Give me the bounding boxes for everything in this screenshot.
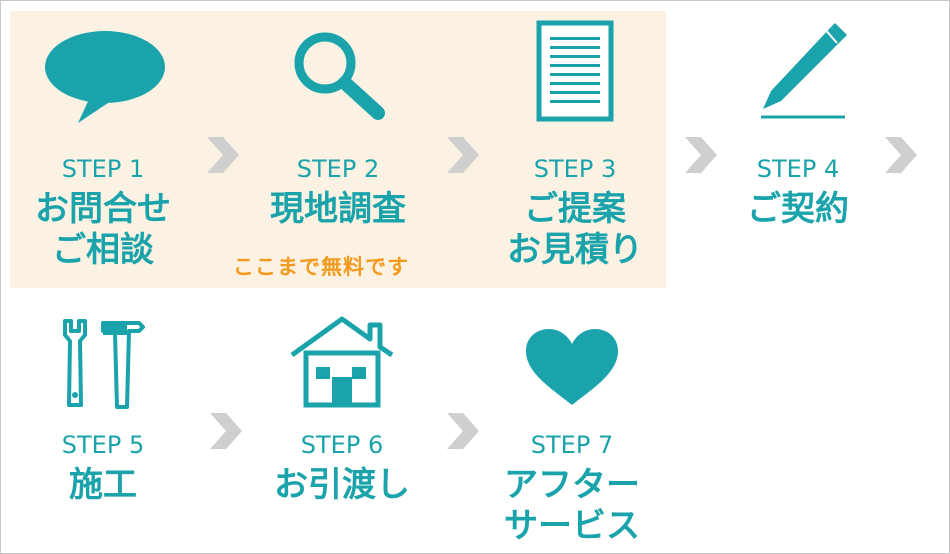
chevron-right-icon bbox=[447, 413, 479, 449]
speech-bubble-icon bbox=[8, 29, 198, 129]
step-number: STEP 7 bbox=[530, 431, 614, 459]
magnifier-icon bbox=[243, 29, 433, 129]
tools-icon bbox=[8, 317, 198, 417]
step-6: STEP 6 お引渡し bbox=[247, 315, 437, 515]
step-title: ご契約 bbox=[747, 189, 849, 229]
step-number: STEP 5 bbox=[61, 431, 145, 459]
chevron-right-icon bbox=[210, 413, 242, 449]
step-number: STEP 3 bbox=[533, 155, 617, 183]
step-title: 施工 bbox=[69, 465, 137, 505]
step-number: STEP 1 bbox=[61, 155, 145, 183]
step-3: STEP 3 ご提案 お見積り bbox=[480, 19, 670, 279]
chevron-right-icon bbox=[447, 137, 479, 173]
chevron-right-icon bbox=[885, 137, 917, 173]
step-1: STEP 1 お問合せ ご相談 bbox=[8, 29, 198, 279]
step-number: STEP 4 bbox=[756, 155, 840, 183]
step-number: STEP 2 bbox=[296, 155, 380, 183]
step-title: お引渡し bbox=[274, 465, 410, 505]
step-4: STEP 4 ご契約 bbox=[703, 19, 893, 229]
step-7: STEP 7 アフター サービス bbox=[477, 329, 667, 549]
step-5: STEP 5 施工 bbox=[8, 317, 198, 517]
chevron-right-icon bbox=[685, 137, 717, 173]
step-title: 現地調査 bbox=[270, 189, 406, 229]
chevron-right-icon bbox=[207, 137, 239, 173]
step-title: お問合せ ご相談 bbox=[35, 189, 171, 270]
step-title: アフター サービス bbox=[504, 465, 640, 546]
step-number: STEP 6 bbox=[300, 431, 384, 459]
step-title: ご提案 お見積り bbox=[507, 189, 643, 270]
document-icon bbox=[480, 19, 670, 129]
pen-icon bbox=[703, 19, 893, 129]
house-icon bbox=[247, 315, 437, 415]
step-2: STEP 2 現地調査 bbox=[243, 29, 433, 279]
free-note: ここまで無料です bbox=[233, 255, 409, 279]
heart-icon bbox=[477, 329, 667, 429]
